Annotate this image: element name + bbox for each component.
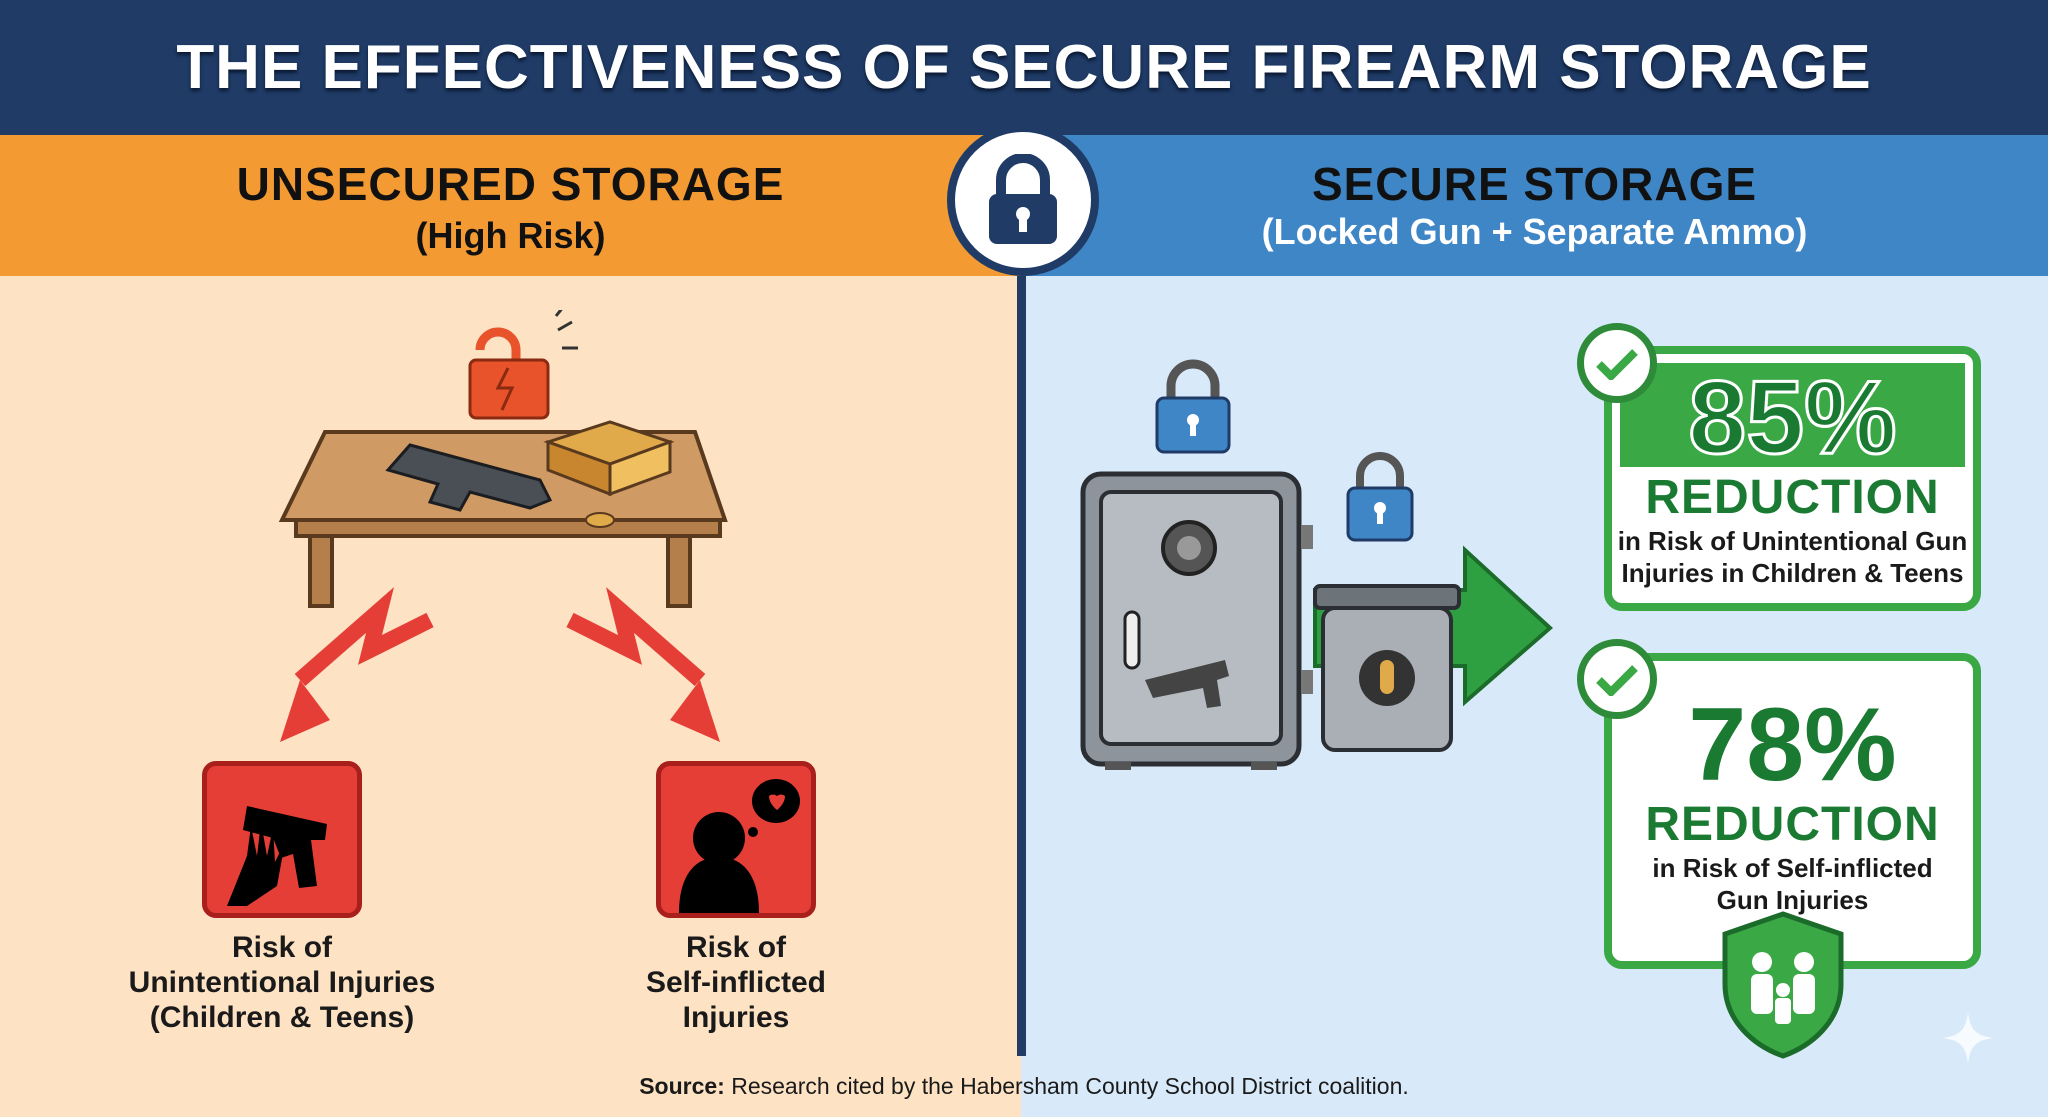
risk-label-line: Risk of — [231, 931, 333, 964]
child-gun-risk-icon — [202, 761, 362, 918]
handgun-icon — [385, 443, 553, 512]
stat-value: 85% — [1687, 360, 1898, 476]
arrow-heads — [280, 680, 720, 742]
broken-lock-icon — [468, 310, 578, 420]
unsecured-panel — [0, 135, 1021, 1117]
red-arrow-left-icon — [294, 587, 434, 687]
unsecured-title: UNSECURED STORAGE — [236, 158, 785, 210]
ammo-lockbox-icon — [1313, 584, 1461, 752]
stat-value: 78% — [1688, 687, 1897, 803]
secure-title: SECURE STORAGE — [1311, 158, 1758, 210]
stat-description: Gun Injuries — [1716, 885, 1869, 915]
source-prefix: Source: — [639, 1073, 725, 1099]
risk-label-line: Self-inflicted — [645, 966, 826, 999]
unsecured-table-illustration — [278, 310, 728, 687]
ammo-box-icon — [543, 420, 675, 528]
padlock-icon — [1346, 452, 1414, 542]
checkmark-icon — [1577, 323, 1657, 403]
stat-label: REDUCTION — [1645, 798, 1940, 851]
risk-label-line: (Children & Teens) — [149, 1001, 415, 1034]
secure-storage-illustration — [1080, 359, 1554, 770]
header-bar: THE EFFECTIVENESS OF SECURE FIREARM STOR… — [0, 0, 2048, 135]
checkmark-icon — [1577, 639, 1657, 719]
family-shield-icon — [1722, 911, 1844, 1059]
distressed-person-icon — [656, 761, 816, 918]
risk-label-line: Risk of — [685, 931, 787, 964]
source-text: Research cited by the Habersham County S… — [724, 1073, 1409, 1099]
risk-label-line: Injuries — [682, 1001, 790, 1034]
panel-divider — [1017, 276, 1026, 1056]
stat-label: REDUCTION — [1645, 471, 1940, 524]
risk-label-self-inflicted: Risk of Self-inflicted Injuries — [536, 930, 936, 1035]
secure-subtitle: (Locked Gun + Separate Ammo) — [1261, 211, 1808, 252]
red-arrow-right-icon — [566, 587, 706, 687]
padlock-icon — [1155, 359, 1231, 454]
source-note: Source: Research cited by the Habersham … — [0, 1073, 2048, 1100]
unsecured-header: UNSECURED STORAGE (High Risk) — [0, 135, 1021, 276]
unsecured-subtitle: (High Risk) — [415, 215, 606, 256]
stat-description: Injuries in Children & Teens — [1621, 558, 1964, 588]
gun-safe-icon — [1080, 471, 1313, 770]
stat-card-unintentional: 85% REDUCTION in Risk of Unintentional G… — [1604, 346, 1981, 611]
stat-description: in Risk of Unintentional Gun — [1617, 526, 1968, 556]
page-title: THE EFFECTIVENESS OF SECURE FIREARM STOR… — [176, 33, 1872, 102]
padlock-icon — [947, 124, 1099, 276]
sparkle-icon — [1942, 1012, 1994, 1064]
risk-label-unintentional: Risk of Unintentional Injuries (Children… — [82, 930, 482, 1035]
risk-label-line: Unintentional Injuries — [128, 966, 436, 999]
stat-description: in Risk of Self-inflicted — [1652, 853, 1933, 883]
secure-header: SECURE STORAGE (Locked Gun + Separate Am… — [1021, 135, 2048, 276]
